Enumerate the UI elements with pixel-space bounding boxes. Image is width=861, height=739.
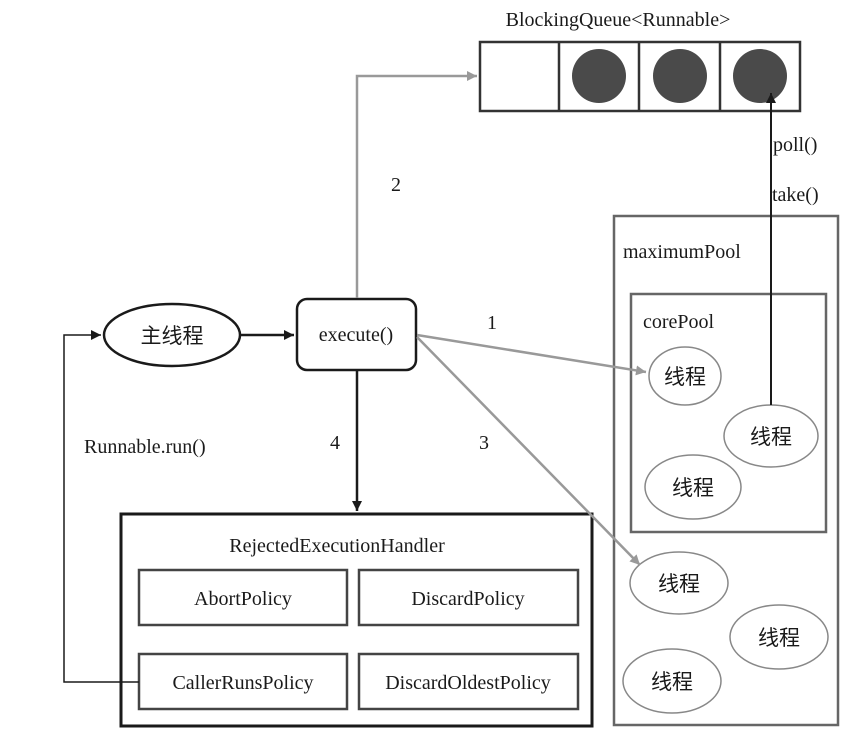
runnable-run-label: Runnable.run() [84,436,206,458]
execute-label: execute() [319,324,393,346]
edge-execute-to-queue [355,71,477,298]
extra-thread: 线程 [729,604,829,670]
blocking-queue: BlockingQueue<Runnable> [478,9,802,113]
discard-policy: DiscardPolicy [411,588,524,610]
edge-execute-to-core-thread [416,333,647,376]
take-label: take() [772,184,819,206]
execute-node: execute() [295,297,418,372]
core-pool-box [629,292,828,534]
step-1-label: 1 [487,312,497,334]
queue-task [733,49,787,103]
abort-policy: AbortPolicy [194,588,292,610]
core-thread: 线程 [723,404,819,468]
core-thread: 线程 [644,454,742,520]
poll-label: poll() [773,134,817,156]
thread-label: 线程 [658,572,700,596]
step-4-label: 4 [330,432,340,454]
thread-label: 线程 [758,626,800,650]
core-pool-label: corePool [643,311,715,333]
queue-task [653,49,707,103]
maximum-pool-label: maximumPool [623,241,741,263]
discard-oldest-policy: DiscardOldestPolicy [385,672,551,694]
policy-box [137,568,349,627]
thread-label: 线程 [750,425,792,449]
maximum-pool-box [612,214,840,727]
core-thread: 线程 [648,346,722,406]
step-2-label: 2 [391,174,401,196]
thread-label: 线程 [664,365,706,389]
extra-thread: 线程 [622,648,722,714]
policy-box [137,652,349,711]
policy-box [357,568,580,627]
main-thread: 主线程 [102,302,242,368]
extra-thread: 线程 [629,551,729,615]
edge-execute-to-extra-thread [416,336,641,566]
policy-box [357,652,580,711]
step-3-label: 3 [479,432,489,454]
main-thread-label: 主线程 [141,324,204,348]
thread-label: 线程 [651,670,693,694]
handler-title: RejectedExecutionHandler [229,535,445,557]
edge-caller-runs-to-main [63,330,139,683]
rejected-execution-handler: RejectedExecutionHandler AbortPolicy Dis… [119,512,594,728]
thread-label: 线程 [672,476,714,500]
blocking-queue-title: BlockingQueue<Runnable> [506,9,731,31]
queue-task [572,49,626,103]
caller-runs-policy: CallerRunsPolicy [172,672,313,694]
